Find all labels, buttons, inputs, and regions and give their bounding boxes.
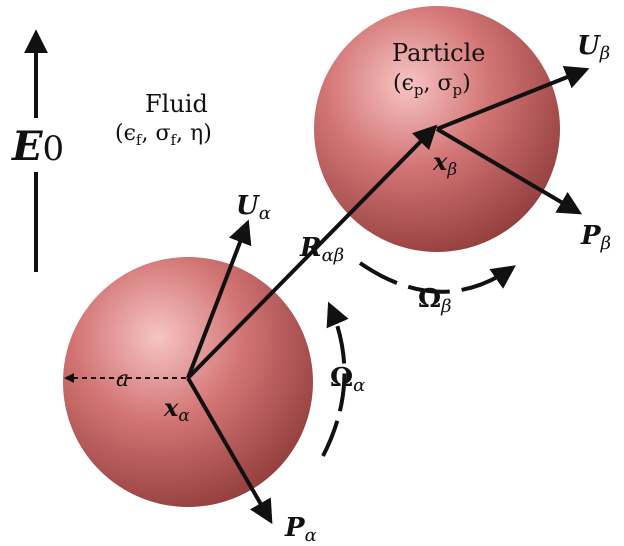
P-alpha-label: Pα (284, 513, 317, 546)
field-label-bg (10, 118, 70, 172)
Omega-beta-label: Ωβ (418, 284, 452, 317)
radius-label: a (116, 367, 129, 392)
particle-title: Particle (392, 39, 486, 67)
U-beta-arrow (436, 65, 590, 131)
x-beta-label: xβ (432, 147, 457, 180)
field-label: E0 (11, 123, 64, 170)
P-alpha-arrow (186, 376, 273, 525)
particle-alpha-sphere (63, 257, 313, 507)
x-alpha-label: xα (163, 393, 190, 426)
R-alphabeta-label: Rαβ (299, 233, 344, 266)
particle-params: (ϵp, σp) (393, 71, 471, 99)
fluid-params: (ϵf, σf, η) (115, 121, 212, 149)
P-beta-label: Pβ (580, 221, 611, 254)
U-alpha-arrow (186, 219, 252, 379)
Omega-alpha-label: Ωα (330, 363, 365, 396)
U-beta-label: Uβ (577, 31, 610, 64)
omega-alpha-arc (321, 301, 349, 457)
R-alphabeta-arrow (186, 124, 438, 380)
P-beta-arrow (435, 127, 583, 215)
U-alpha-label: Uα (236, 191, 271, 224)
fluid-title: Fluid (145, 90, 208, 118)
omega-beta-arc (358, 261, 516, 294)
